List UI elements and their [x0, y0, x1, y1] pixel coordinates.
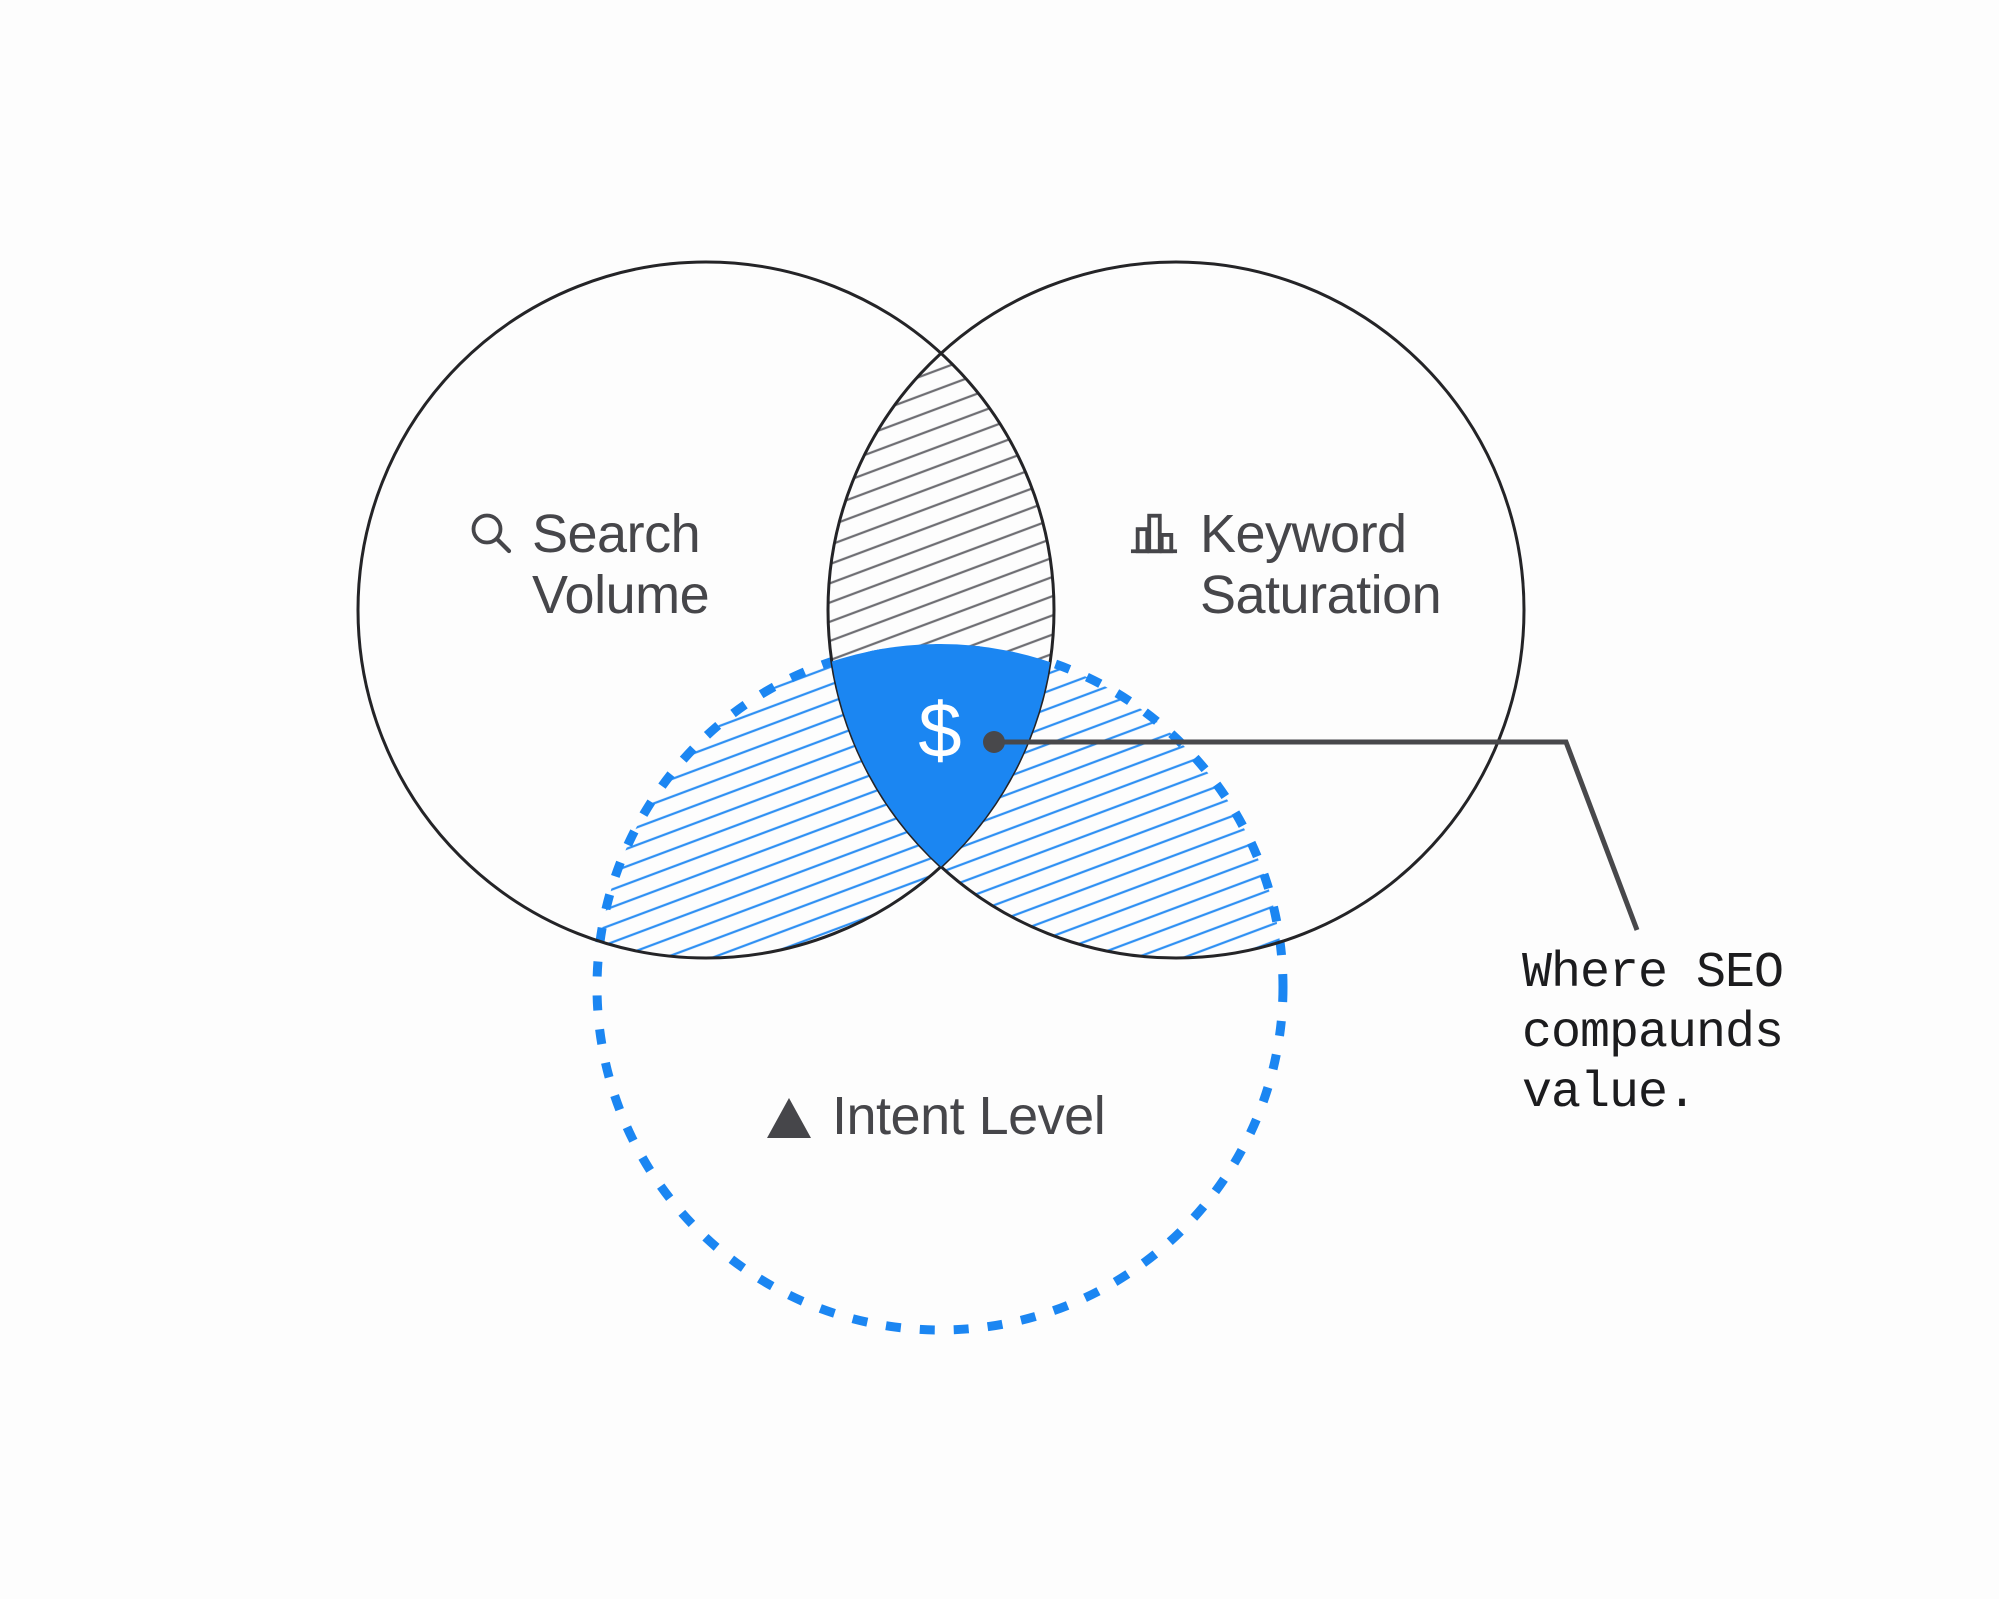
set-label-text: Intent Level [832, 1086, 1106, 1146]
set-label-text: Keyword Saturation [1200, 504, 1442, 625]
triangle-icon [767, 1097, 811, 1138]
label-keyword-saturation: Keyword Saturation [1130, 504, 1444, 626]
dollar-symbol: $ [918, 686, 962, 774]
circle-keyword-saturation [826, 260, 1526, 960]
circle-search-volume [356, 260, 1056, 960]
annotation-anchor-dot [983, 731, 1005, 753]
label-search-volume: Search Volume [468, 504, 744, 626]
bar-chart-icon [1130, 513, 1178, 554]
set-label-text: Search Volume [532, 504, 710, 625]
annotation-connector-line [994, 739, 1640, 931]
label-intent-level: Intent Level [766, 1086, 1106, 1147]
circle-intent-level [592, 639, 1288, 1335]
annotation-text: Where SEO compaunds value. [1522, 945, 1784, 1122]
magnifier-icon [471, 513, 512, 554]
